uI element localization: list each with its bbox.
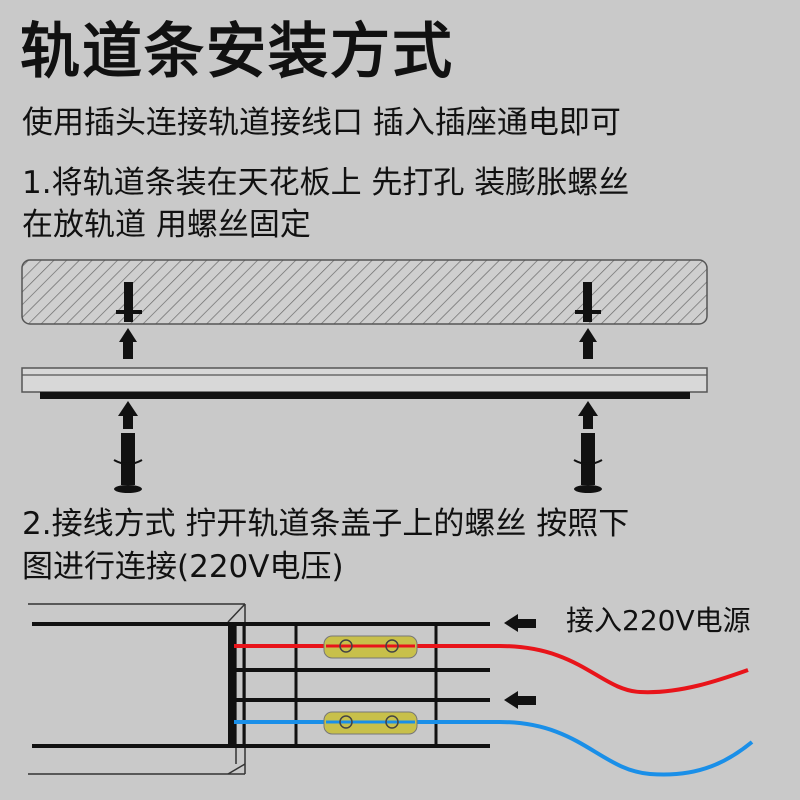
live-input-arrow xyxy=(504,614,536,632)
installation-diagram xyxy=(21,259,708,493)
step2-text-line2: 图进行连接(220V电压) xyxy=(22,549,344,585)
track-end-plate xyxy=(228,622,236,746)
live-terminal-block xyxy=(323,635,418,659)
neutral-wire xyxy=(234,720,754,777)
right-anchor xyxy=(575,282,601,322)
step1-text-line1: 1.将轨道条装在天花板上 先打孔 装膨胀螺丝 xyxy=(22,165,630,201)
left-up-arrow-bottom xyxy=(118,401,138,429)
step2-text-line1: 2.接线方式 拧开轨道条盖子上的螺丝 按照下 xyxy=(22,506,630,542)
live-wire xyxy=(234,644,749,695)
track-strip xyxy=(21,367,708,393)
right-up-arrow-top xyxy=(579,328,597,359)
track-strip-base xyxy=(40,392,690,399)
track-conductors xyxy=(32,622,490,748)
right-up-arrow-bottom xyxy=(578,401,598,429)
intro-text: 使用插头连接轨道接线口 插入插座通电即可 xyxy=(22,105,621,141)
power-source-label: 接入220V电源 xyxy=(566,604,751,637)
ceiling-slab xyxy=(21,259,708,325)
neutral-input-arrow xyxy=(504,691,536,709)
neutral-terminal-block xyxy=(323,711,418,735)
left-screw xyxy=(113,433,143,493)
track-end-box xyxy=(28,603,246,775)
left-up-arrow-top xyxy=(119,328,137,359)
wiring-diagram xyxy=(28,603,754,777)
left-anchor xyxy=(116,282,142,322)
right-screw xyxy=(573,433,603,493)
step1-text-line2: 在放轨道 用螺丝固定 xyxy=(22,207,311,243)
page-title: 轨道条安装方式 xyxy=(20,17,454,87)
